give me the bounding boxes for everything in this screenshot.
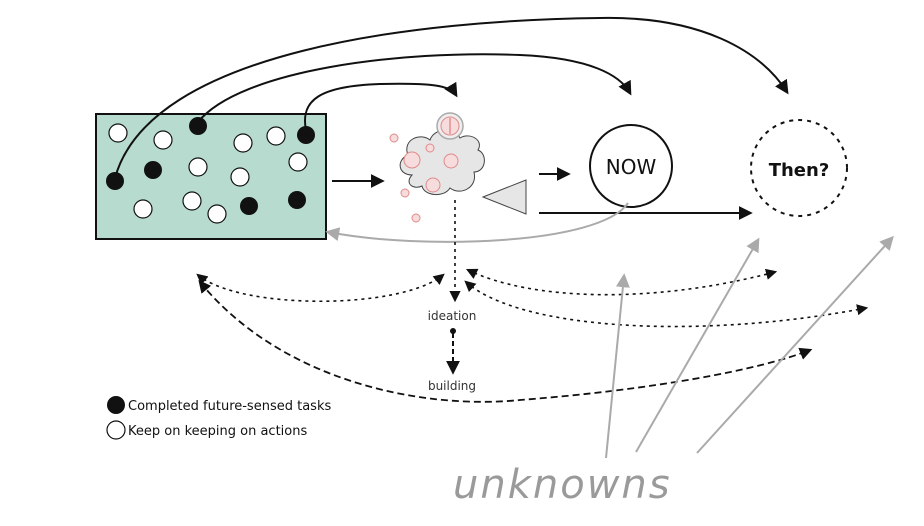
arc-to-then bbox=[114, 16, 789, 179]
box-ideation-dotted-arrow bbox=[196, 273, 445, 302]
completed-dot bbox=[106, 172, 124, 190]
keep-on-dot bbox=[266, 126, 286, 146]
legend-keep-on-label: Keep on keeping on actions bbox=[128, 424, 307, 439]
keep-on-dot bbox=[288, 152, 308, 172]
completed-dot bbox=[240, 197, 258, 215]
then-circle bbox=[750, 119, 848, 217]
arc-to-cloud bbox=[304, 81, 458, 131]
keep-on-dot bbox=[207, 204, 227, 224]
completed-dot bbox=[288, 191, 306, 209]
completed-dot bbox=[297, 126, 315, 144]
completed-dot bbox=[144, 161, 162, 179]
keep-on-dot bbox=[233, 133, 253, 153]
triangle-shape bbox=[481, 179, 527, 215]
keep-on-dot bbox=[188, 157, 208, 177]
then-label: Then? bbox=[769, 160, 830, 181]
building-label: building bbox=[428, 379, 476, 393]
completed-dot bbox=[189, 117, 207, 135]
unknowns-arrow-1 bbox=[605, 273, 630, 459]
feedback-arc bbox=[325, 202, 629, 243]
legend: Completed future-sensed tasks Keep on ke… bbox=[106, 396, 331, 440]
box-right-dashed-arrow bbox=[198, 280, 813, 403]
keep-on-dot bbox=[153, 130, 173, 150]
ideation-right-dotted-arrow-2 bbox=[464, 280, 869, 328]
keep-on-dots bbox=[108, 123, 308, 224]
keep-on-dot bbox=[133, 199, 153, 219]
legend-completed-label: Completed future-sensed tasks bbox=[128, 399, 331, 414]
legend-keep-on-icon bbox=[106, 420, 126, 440]
ideation-label: ideation bbox=[428, 309, 477, 323]
unknowns-arrow-3 bbox=[696, 235, 894, 454]
unknowns-arrow-2 bbox=[635, 237, 760, 453]
keep-on-dot bbox=[182, 191, 202, 211]
now-circle bbox=[589, 124, 673, 208]
arc-to-now bbox=[197, 53, 632, 123]
legend-completed-icon bbox=[107, 396, 125, 414]
completed-dots bbox=[106, 117, 315, 215]
unknowns-label: unknowns bbox=[453, 462, 672, 508]
idea-cloud bbox=[389, 112, 485, 223]
now-label: NOW bbox=[606, 155, 657, 179]
keep-on-dot bbox=[108, 123, 128, 143]
keep-on-dot bbox=[230, 167, 250, 187]
